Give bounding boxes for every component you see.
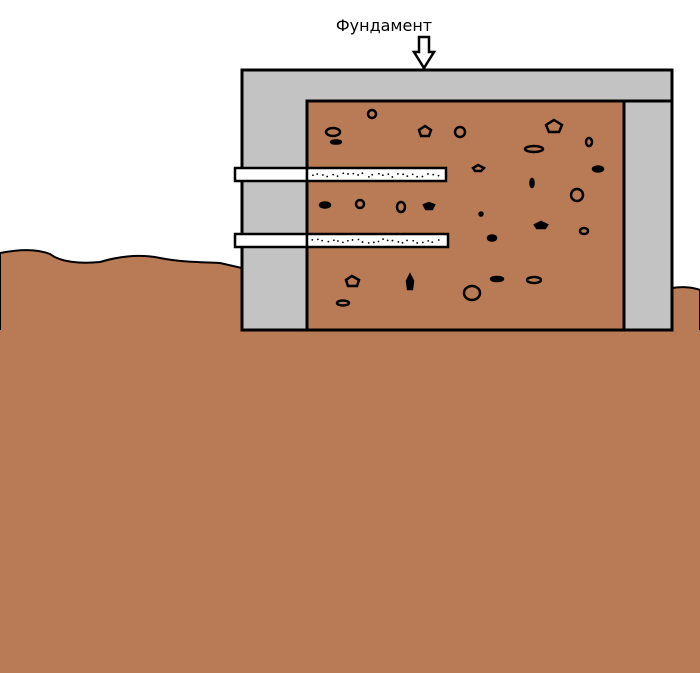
rebar-upper — [233, 166, 448, 183]
grout-fill — [305, 232, 450, 249]
foundation-label: Фундамент — [336, 16, 432, 35]
foundation — [240, 68, 674, 332]
grout-dots — [311, 172, 440, 244]
down-arrow-icon — [411, 35, 437, 71]
deep-soil — [0, 330, 700, 673]
rebar-lower — [233, 232, 450, 249]
backfill-soil — [305, 99, 626, 332]
stones — [318, 108, 605, 307]
grout-fill — [305, 166, 448, 183]
